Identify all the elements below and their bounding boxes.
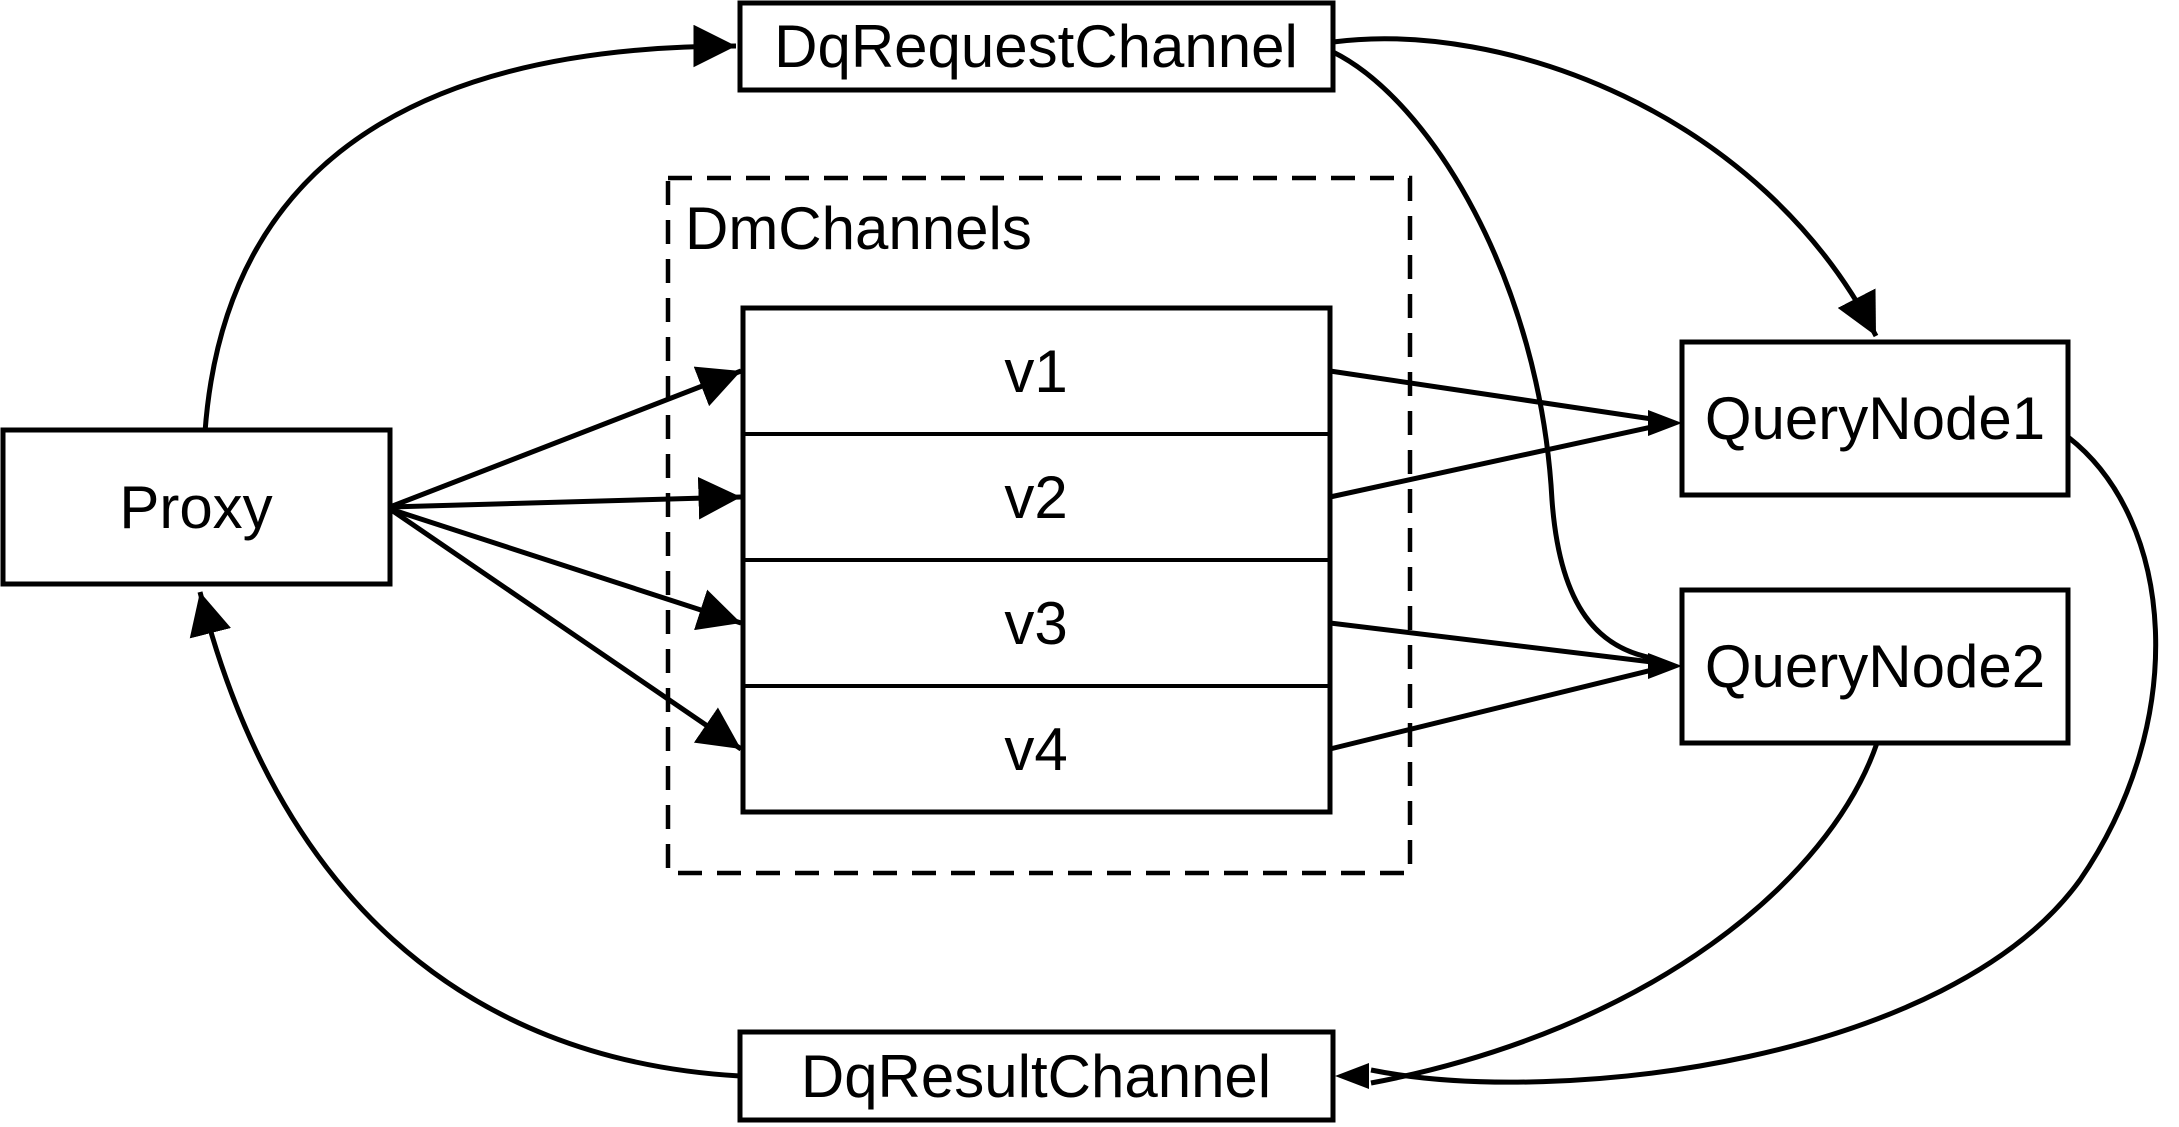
channel-row-v4-label: v4 [1004, 716, 1067, 783]
edge-v3-to-querynode2 [1329, 620, 1653, 665]
edge-dqrequestchannel-to-querynode2 [1331, 49, 1653, 661]
arrowhead-into-querynode2 [1648, 653, 1682, 679]
channel-row-v2-label: v2 [1004, 464, 1067, 531]
querynode1-node-box [1679, 339, 2071, 498]
querynode1-node-label: QueryNode1 [1705, 385, 2045, 452]
proxy-node-label: Proxy [119, 474, 272, 541]
edge-proxy-to-v4 [388, 506, 743, 752]
edge-proxy-to-v1 [389, 366, 742, 510]
edge-proxy-to-dqrequestchannel [202, 24, 737, 433]
edge-v4-to-querynode2 [1329, 667, 1653, 752]
querynode2-node-box [1679, 587, 2071, 746]
dmchannels-group-label: DmChannels [685, 195, 1032, 262]
edge-proxy-to-v2 [389, 476, 742, 520]
channel-row-v3-label: v3 [1004, 590, 1067, 657]
edge-querynode1-to-dqresultchannel [1370, 435, 2159, 1085]
dqrequestchannel-node-label: DqRequestChannel [774, 13, 1298, 80]
edge-dqresultchannel-to-proxy [189, 591, 741, 1079]
querynode2-node-label: QueryNode2 [1705, 633, 2045, 700]
edge-v1-to-querynode1 [1329, 368, 1653, 422]
arrowhead-into-querynode1 [1648, 410, 1682, 436]
dqresultchannel-node-label: DqResultChannel [801, 1043, 1271, 1110]
edge-v2-to-querynode1 [1329, 424, 1653, 500]
proxy-node-box [0, 427, 393, 587]
dqrequestchannel-node-box [737, 0, 1336, 93]
edge-querynode2-to-dqresultchannel [1370, 742, 1880, 1086]
arrowhead-into-dqresultchannel [1335, 1063, 1369, 1089]
dqresultchannel-node-box [737, 1029, 1336, 1123]
dmchannels-group-box [665, 175, 1413, 876]
edge-dqrequestchannel-to-querynode1 [1332, 36, 1879, 338]
edge-proxy-to-v3 [389, 506, 742, 631]
channel-row-v1-label: v1 [1004, 338, 1067, 405]
